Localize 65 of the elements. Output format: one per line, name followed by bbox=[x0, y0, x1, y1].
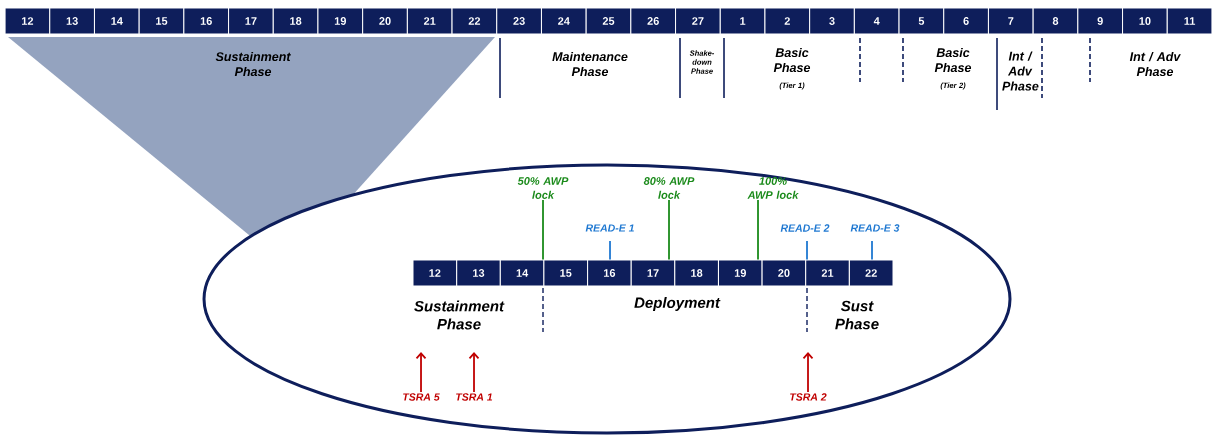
marker-line bbox=[806, 240, 808, 261]
timeline-cell: 20 bbox=[761, 259, 807, 287]
phase-label: Sustainment Phase bbox=[215, 51, 291, 77]
milestone-label: 80% AWP lock bbox=[643, 177, 695, 199]
timeline-cell: 1 bbox=[719, 7, 766, 35]
timeline-cell: 2 bbox=[764, 7, 811, 35]
timeline-cell: 18 bbox=[272, 7, 319, 35]
marker-line bbox=[871, 240, 873, 261]
phase-label: Maintenance Phase bbox=[552, 51, 628, 77]
timeline-cell: 19 bbox=[718, 259, 763, 287]
timeline-cell: 14 bbox=[93, 7, 140, 35]
arrow bbox=[468, 352, 480, 393]
timeline-cell: 12 bbox=[412, 259, 458, 287]
marker-line bbox=[542, 199, 544, 261]
milestone-label: 50% AWP lock bbox=[517, 177, 569, 199]
phase-label: Basic Phase bbox=[934, 47, 972, 73]
timeline-cell: 6 bbox=[943, 7, 989, 35]
timeline-cell: 27 bbox=[675, 7, 721, 35]
timeline-cell: 15 bbox=[543, 259, 588, 287]
marker-line bbox=[757, 199, 759, 261]
timeline-cell: 3 bbox=[809, 7, 855, 35]
phase-label: Deployment bbox=[634, 297, 721, 311]
timeline-cell: 12 bbox=[4, 7, 51, 35]
timeline-cell: 18 bbox=[674, 259, 719, 287]
timeline-cell: 22 bbox=[848, 259, 894, 287]
timeline-cell: 22 bbox=[451, 7, 498, 35]
phase-label: Sust Phase bbox=[835, 300, 879, 330]
timeline-cell: 11 bbox=[1166, 7, 1213, 35]
timeline-cell: 14 bbox=[499, 259, 545, 287]
timeline-cell: 16 bbox=[587, 259, 632, 287]
timeline-cell: 25 bbox=[585, 7, 632, 35]
timeline-cell: 17 bbox=[228, 7, 274, 35]
phase-label: Int / Adv Phase bbox=[1129, 51, 1181, 77]
timeline-cell: 13 bbox=[456, 259, 501, 287]
timeline-cell: 4 bbox=[853, 7, 900, 35]
timeline-cell: 5 bbox=[898, 7, 945, 35]
timeline-cell: 16 bbox=[183, 7, 230, 35]
arrow bbox=[415, 352, 427, 393]
timeline-cell: 13 bbox=[49, 7, 95, 35]
event-label: TSRA 1 bbox=[456, 393, 493, 401]
marker-line bbox=[609, 240, 611, 261]
review-label: READ-E 3 bbox=[850, 224, 900, 232]
timeline-cell: 15 bbox=[138, 7, 185, 35]
phase-label: Int / Adv Phase bbox=[1002, 51, 1039, 91]
review-label: READ-E 1 bbox=[585, 224, 634, 232]
timeline-cell: 19 bbox=[317, 7, 364, 35]
timeline-cell: 21 bbox=[406, 7, 453, 35]
arrow bbox=[802, 352, 814, 393]
timeline-cell: 8 bbox=[1032, 7, 1079, 35]
phase-label: Sustainment Phase bbox=[414, 300, 505, 330]
milestone-label: 100% AWP lock bbox=[747, 177, 799, 199]
timeline-cell: 10 bbox=[1122, 7, 1168, 35]
event-label: TSRA 2 bbox=[790, 393, 827, 401]
timeline-cell: 21 bbox=[805, 259, 850, 287]
phase-label: Basic Phase bbox=[773, 47, 811, 73]
timeline-cell: 9 bbox=[1077, 7, 1124, 35]
review-label: READ-E 2 bbox=[780, 224, 830, 232]
timeline-cell: 7 bbox=[987, 7, 1034, 35]
timeline-cell: 26 bbox=[630, 7, 677, 35]
marker-line bbox=[668, 199, 670, 261]
timeline-cell: 23 bbox=[496, 7, 542, 35]
timeline-cell: 17 bbox=[630, 259, 676, 287]
timeline-cell: 24 bbox=[540, 7, 587, 35]
timeline-cell: 20 bbox=[362, 7, 408, 35]
event-label: TSRA 5 bbox=[403, 393, 440, 401]
